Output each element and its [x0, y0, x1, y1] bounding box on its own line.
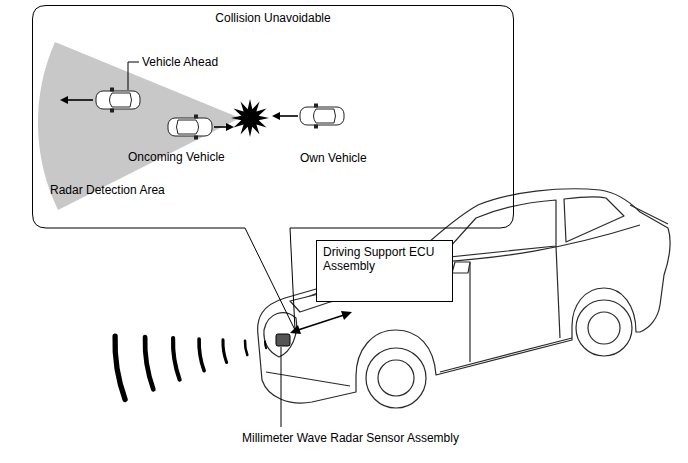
- radar-wave: [223, 340, 227, 363]
- mirror: [315, 104, 318, 107]
- callout-outline: [33, 6, 514, 331]
- motion-arrow: [272, 112, 298, 120]
- signal-arrow: [290, 311, 352, 334]
- radar-wave: [145, 337, 153, 389]
- leader-line: [128, 62, 139, 90]
- windshield: [196, 120, 199, 134]
- radar-detection-area: [38, 42, 240, 210]
- roof-line: [178, 134, 196, 135]
- mirror: [315, 125, 318, 128]
- vehicle-icon: [300, 104, 344, 128]
- motion-arrow: [60, 96, 93, 104]
- rear-window: [334, 109, 336, 123]
- vehicle-illustration: [258, 189, 670, 408]
- mirror: [195, 136, 198, 139]
- callout-heading: Collision Unavoidable: [32, 11, 514, 25]
- vehicle-body: [168, 118, 212, 136]
- leader-line: [281, 347, 282, 427]
- mirror: [195, 115, 198, 118]
- motion-arrow: [214, 123, 234, 131]
- vehicle-icon: [168, 115, 212, 139]
- radar-wave: [199, 339, 204, 371]
- radar-waves: [115, 336, 266, 399]
- vehicle-body: [96, 91, 140, 109]
- vehicle-label: Oncoming Vehicle: [128, 150, 225, 164]
- roof-line: [112, 107, 130, 108]
- part-label: Millimeter Wave Radar Sensor Assembly: [242, 431, 459, 445]
- vehicle-icon: [96, 88, 140, 112]
- radar-sensor: [276, 334, 290, 346]
- area-label: Radar Detection Area: [50, 183, 165, 197]
- mirror: [111, 109, 114, 112]
- vehicle-label: Own Vehicle: [300, 151, 367, 165]
- windshield: [314, 109, 317, 123]
- vehicle-label: Vehicle Ahead: [142, 55, 218, 69]
- roof-line: [316, 123, 334, 124]
- roof-line: [112, 93, 130, 94]
- vehicle-icons: [60, 88, 344, 139]
- collision-burst: [231, 99, 269, 137]
- roof-line: [178, 120, 196, 121]
- windshield: [110, 93, 113, 107]
- radar-wave: [173, 338, 180, 379]
- vehicle-body: [300, 107, 344, 125]
- component-name: Driving Support ECU Assembly: [323, 245, 446, 273]
- ecu-box: Driving Support ECU Assembly: [316, 240, 453, 302]
- rear-window: [130, 93, 132, 107]
- rear-window: [177, 120, 179, 134]
- radar-wave: [115, 336, 125, 399]
- mirror: [111, 88, 114, 91]
- radar-wave: [245, 341, 247, 355]
- roof-line: [316, 109, 334, 110]
- radar-wave: [265, 341, 266, 348]
